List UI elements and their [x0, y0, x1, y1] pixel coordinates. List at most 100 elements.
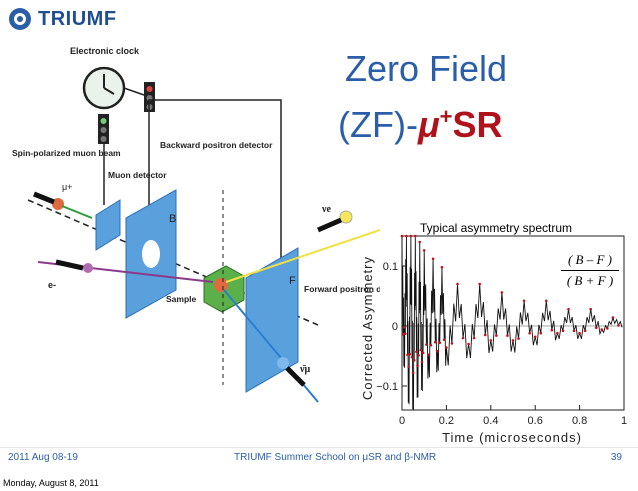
data-point [506, 334, 509, 337]
data-point [434, 340, 437, 344]
data-point [445, 346, 448, 349]
sample-label: Sample [166, 294, 197, 304]
asymmetry-series-line [401, 235, 623, 411]
data-point [511, 339, 515, 342]
y-tick-label: 0 [392, 321, 398, 333]
forward-f-label: F [289, 275, 296, 287]
data-point [427, 353, 430, 357]
data-point [422, 249, 426, 252]
e-minus-label: e- [48, 280, 56, 290]
data-point [495, 334, 498, 337]
data-point [405, 234, 408, 238]
x-tick-label: 0.4 [483, 415, 498, 427]
data-point [414, 234, 417, 238]
y-axis-label: Corrected Asymmetry [360, 256, 375, 400]
data-point [594, 326, 598, 330]
muon-particle [52, 198, 64, 210]
formula-numerator: ( B – F ) [567, 252, 613, 267]
data-point [522, 299, 526, 303]
footer-date-range: 2011 Aug 08-19 [8, 452, 78, 463]
data-point [489, 339, 493, 342]
data-point [617, 324, 620, 327]
asymmetry-formula: ( B – F ) ( B + F ) [561, 252, 619, 289]
logo-text: TRIUMF [38, 7, 117, 30]
data-point [407, 365, 410, 369]
data-point [483, 333, 487, 337]
data-point [556, 331, 559, 335]
mu-plus-label: μ+ [62, 182, 72, 192]
data-point [606, 327, 609, 330]
data-point [461, 336, 465, 340]
x-tick-label: 1 [621, 415, 627, 427]
data-point [436, 349, 439, 353]
x-tick-label: 0.6 [528, 415, 543, 427]
data-point [408, 352, 412, 356]
footer-divider [0, 447, 638, 448]
data-point [539, 331, 543, 335]
formula-denominator: ( B + F ) [566, 273, 614, 288]
data-point [545, 299, 548, 303]
slide-title-line1: Zero Field [345, 48, 508, 89]
data-point [561, 329, 565, 333]
data-point [533, 335, 537, 339]
data-point [442, 338, 446, 342]
data-point [472, 336, 476, 340]
data-point [583, 329, 587, 333]
muon-beam-label: Spin-polarized muon beam [12, 148, 121, 158]
forward-detector [245, 247, 299, 393]
y-tick-label: 0.1 [383, 261, 398, 273]
data-point [528, 331, 531, 335]
x-tick-label: 0.2 [439, 415, 454, 427]
data-point [409, 234, 413, 238]
data-point [572, 329, 576, 333]
data-point [440, 265, 444, 269]
forward-detector-label: Forward positron detector [304, 284, 380, 294]
data-point [404, 332, 407, 336]
muon-detector [95, 199, 121, 251]
data-point [550, 328, 554, 332]
nu-e-label: νe [321, 204, 331, 215]
data-point [419, 348, 423, 352]
title-prefix: (ZF)- [338, 104, 418, 145]
data-point [406, 353, 409, 357]
data-point [417, 354, 420, 357]
musr-setup-diagram: Electronic clock Spin-polarized muon bea… [12, 46, 380, 403]
data-point [401, 333, 405, 336]
muon-detector-label: Muon detector [108, 170, 167, 180]
data-point [450, 342, 454, 345]
slide-footer: 2011 Aug 08-19 TRIUMF Summer School on μ… [0, 452, 638, 468]
data-point [416, 364, 419, 367]
data-point [411, 371, 415, 375]
y-tick-label: −0.1 [376, 381, 398, 393]
footer-event: TRIUMF Summer School on μSR and β-NMR [234, 452, 437, 463]
data-point [425, 343, 428, 346]
title-plus: + [439, 104, 453, 129]
data-point [420, 360, 424, 364]
triumf-logo: TRIUMF [8, 6, 117, 32]
slide-title-line2: (ZF)-μ+SR [338, 104, 503, 146]
chart-title: Typical asymmetry spectrum [420, 221, 573, 235]
data-point [456, 282, 459, 286]
backward-b-label: B [169, 213, 176, 225]
page-number: 39 [610, 452, 622, 463]
asymmetry-chart: Corrected Asymmetry Time (microseconds) … [360, 234, 627, 445]
x-tick-label: 0 [399, 415, 405, 427]
data-point [478, 282, 481, 286]
data-point [412, 358, 416, 362]
data-point [410, 355, 414, 359]
clock-label: Electronic clock [70, 46, 140, 56]
nu-mu-bar-label: ν̄μ [299, 364, 310, 375]
data-point [500, 291, 504, 294]
data-point [415, 350, 418, 354]
backward-detector-label: Backward positron detector [160, 140, 273, 150]
data-point [567, 307, 570, 311]
data-point [421, 351, 425, 355]
data-point [600, 328, 604, 331]
data-point [438, 341, 442, 345]
data-point [578, 331, 581, 335]
data-point [611, 316, 615, 319]
data-point [402, 325, 406, 329]
data-point [429, 343, 433, 347]
data-point [400, 234, 404, 238]
